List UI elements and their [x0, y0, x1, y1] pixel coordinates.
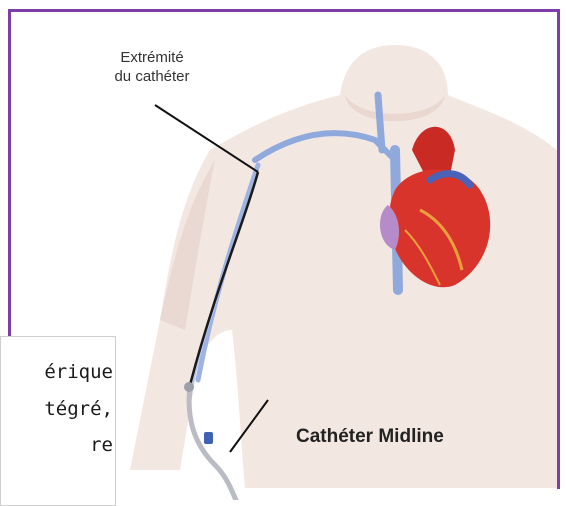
catheter-clamp	[204, 432, 213, 444]
tip-label-line2: du cathéter	[102, 67, 202, 86]
catheter-hub	[184, 382, 194, 392]
catheter-tip-label: Extrémité du cathéter	[102, 48, 202, 86]
note-line-3: re	[90, 434, 113, 456]
midline-catheter-label: Cathéter Midline	[296, 426, 444, 448]
note-line-2: tégré,	[44, 398, 113, 420]
tip-label-line1: Extrémité	[102, 48, 202, 67]
note-box: érique tégré, re	[0, 336, 116, 506]
jugular-vein	[378, 95, 382, 150]
note-line-1: érique	[44, 361, 113, 383]
